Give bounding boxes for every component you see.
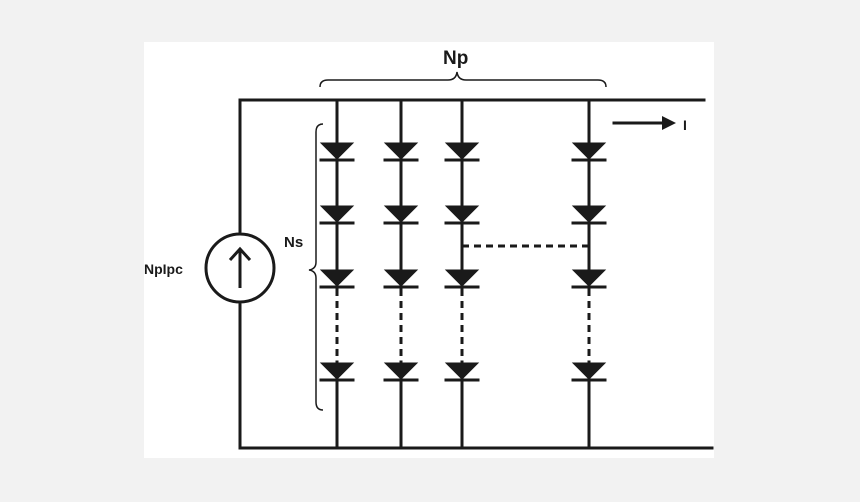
string-1-d4-diode-icon bbox=[319, 362, 355, 380]
string-2-d4-diode-icon bbox=[383, 362, 419, 380]
string-4-d3-diode-icon bbox=[571, 269, 607, 287]
circuit-diagram: Np Ns NpIpc I bbox=[144, 42, 714, 458]
ns-label: Ns bbox=[284, 234, 304, 251]
string-1-d1-diode-icon bbox=[319, 142, 355, 160]
string-1-d3-diode-icon bbox=[319, 269, 355, 287]
current-label: I bbox=[683, 117, 687, 133]
string-2-d3-diode-icon bbox=[383, 269, 419, 287]
string-2-d1-diode-icon bbox=[383, 142, 419, 160]
np-label: Np bbox=[443, 48, 469, 69]
string-4-d4-diode-icon bbox=[571, 362, 607, 380]
circuit-svg bbox=[204, 71, 714, 450]
string-4-d1-diode-icon bbox=[571, 142, 607, 160]
ns-brace bbox=[308, 123, 324, 411]
string-2-d2-diode-icon bbox=[383, 205, 419, 223]
source-label: NpIpc bbox=[144, 261, 183, 277]
string-4-d2-diode-icon bbox=[571, 205, 607, 223]
np-brace bbox=[319, 71, 607, 88]
arrow-right-icon bbox=[662, 116, 676, 130]
current-source-arrow-up-icon bbox=[228, 246, 252, 288]
string-3-d1-diode-icon bbox=[444, 142, 480, 160]
string-1-d2-diode-icon bbox=[319, 205, 355, 223]
string-3-d2-diode-icon bbox=[444, 205, 480, 223]
string-3-d4-diode-icon bbox=[444, 362, 480, 380]
string-3-d3-diode-icon bbox=[444, 269, 480, 287]
